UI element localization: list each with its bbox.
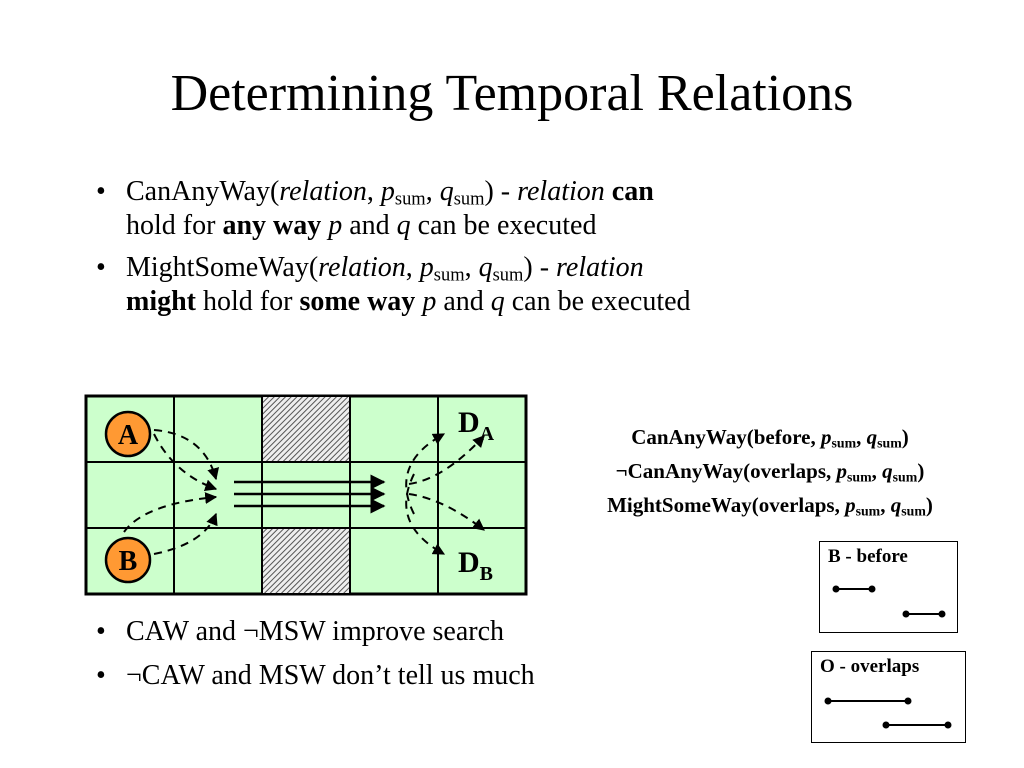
legend-overlaps-box: O - overlaps bbox=[811, 651, 966, 743]
bottom-bullet-list: • CAW and ¬MSW improve search • ¬CAW and… bbox=[86, 615, 786, 703]
bullet-marker: • bbox=[96, 252, 106, 284]
label-d-a: DA bbox=[458, 406, 495, 445]
label-d-b: DB bbox=[458, 546, 493, 585]
slide-title: Determining Temporal Relations bbox=[170, 65, 854, 122]
grid-diagram: A B DA DB bbox=[84, 394, 528, 596]
legend-before-box: B - before bbox=[819, 541, 958, 633]
relation-can-any-way-before: CanAnyWay(before, psum, qsum) bbox=[631, 425, 909, 451]
node-b-label: B bbox=[119, 546, 138, 577]
relation-not-can-any-way-overlaps: ¬CanAnyWay(overlaps, psum, qsum) bbox=[615, 459, 925, 485]
bullet-marker: • bbox=[96, 616, 106, 647]
bullet-marker: • bbox=[96, 176, 106, 207]
bullet-caw-dont-tell: • ¬CAW and MSW don’t tell us much bbox=[86, 659, 786, 693]
hatched-cell-bottom bbox=[261, 527, 351, 595]
grid-lines bbox=[86, 396, 526, 594]
solid-paths bbox=[234, 474, 386, 514]
node-a: A bbox=[104, 410, 152, 458]
node-b: B bbox=[104, 536, 152, 584]
legend-overlaps-intervals bbox=[824, 697, 952, 729]
node-a-label: A bbox=[118, 420, 139, 451]
top-bullet-list: • CanAnyWay(relation, psum, qsum) - rela… bbox=[86, 175, 906, 328]
dashed-paths bbox=[123, 429, 485, 555]
bullet-caw-improve: • CAW and ¬MSW improve search bbox=[86, 615, 786, 649]
hatched-cell-top bbox=[261, 395, 351, 463]
bullet-might-some-way: • MightSomeWay(relation, psum, qsum) - r… bbox=[96, 252, 691, 318]
legend-before-label: B - before bbox=[828, 546, 908, 567]
bullet-marker: • bbox=[96, 660, 106, 692]
legend-before-intervals bbox=[832, 585, 946, 618]
relation-might-some-way-overlaps: MightSomeWay(overlaps, psum, qsum) bbox=[607, 493, 933, 519]
bullet-can-any-way: • CanAnyWay(relation, psum, qsum) - rela… bbox=[96, 176, 654, 242]
relation-list: CanAnyWay(before, psum, qsum) ¬CanAnyWay… bbox=[520, 420, 1020, 522]
legend-overlaps-label: O - overlaps bbox=[820, 656, 920, 677]
